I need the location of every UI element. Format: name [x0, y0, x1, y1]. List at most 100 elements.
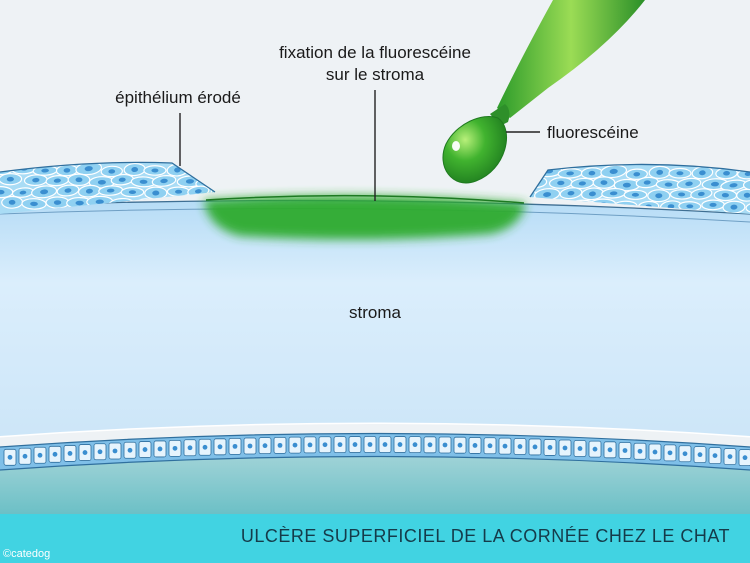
- cell-nucleus: [198, 168, 205, 173]
- cell-nucleus: [185, 179, 194, 184]
- cell-nucleus: [609, 191, 618, 196]
- cell-nucleus: [622, 182, 631, 188]
- cell-nucleus: [131, 167, 139, 173]
- cell-nucleus: [157, 446, 163, 452]
- cell-nucleus: [292, 442, 298, 448]
- cell-nucleus: [262, 443, 268, 449]
- fluorescein-drop: [442, 116, 507, 184]
- cell-nucleus: [656, 169, 664, 175]
- cell-nucleus: [397, 442, 403, 447]
- cell-nucleus: [187, 445, 193, 451]
- cell-nucleus: [678, 192, 686, 197]
- cell-nucleus: [723, 170, 730, 176]
- cell-nucleus: [337, 442, 343, 448]
- cell-nucleus: [75, 177, 83, 183]
- cell-nucleus: [664, 182, 673, 187]
- epithelial-cell: [530, 166, 538, 178]
- cell-nucleus: [487, 443, 493, 449]
- cell-nucleus: [652, 449, 658, 455]
- copyright-credit: ©catedog: [3, 548, 51, 560]
- epithelial-cell: [745, 201, 750, 214]
- aqueous-layer: [0, 445, 750, 514]
- cornea-cross-section: fixation de la fluorescéine sur le strom…: [0, 0, 750, 514]
- cell-nucleus: [578, 181, 586, 186]
- cell-nucleus: [194, 189, 202, 194]
- cell-nucleus: [727, 454, 733, 459]
- cell-nucleus: [637, 448, 643, 454]
- cell-nucleus: [118, 177, 126, 182]
- cell-nucleus: [277, 442, 283, 448]
- cell-nucleus: [172, 445, 178, 451]
- cell-nucleus: [382, 442, 388, 447]
- cell-nucleus: [547, 445, 553, 450]
- cell-nucleus: [697, 452, 703, 458]
- label-fixation-line2: sur le stroma: [326, 65, 425, 84]
- cell-nucleus: [19, 190, 27, 195]
- cell-nucleus: [7, 454, 13, 460]
- cell-nucleus: [97, 179, 106, 185]
- cell-nucleus: [247, 443, 253, 449]
- cell-nucleus: [217, 444, 223, 450]
- cell-nucleus: [685, 181, 693, 186]
- cell-nucleus: [75, 200, 84, 206]
- cell-nucleus: [557, 180, 565, 186]
- cell-nucleus: [676, 171, 684, 176]
- diagram-title: ULCÈRE SUPERFICIEL DE LA CORNÉE CHEZ LE …: [240, 526, 730, 546]
- cell-nucleus: [6, 176, 14, 182]
- cell-nucleus: [84, 166, 93, 172]
- cell-nucleus: [600, 180, 608, 185]
- fluorescein-pipette: [442, 0, 645, 184]
- cell-nucleus: [531, 179, 539, 185]
- cell-nucleus: [41, 168, 49, 173]
- cell-nucleus: [577, 446, 583, 451]
- cell-nucleus: [22, 453, 28, 459]
- cell-nucleus: [502, 443, 508, 449]
- cell-nucleus: [517, 444, 523, 449]
- cell-nucleus: [562, 445, 568, 451]
- cell-nucleus: [543, 192, 552, 197]
- cell-nucleus: [220, 169, 227, 173]
- cell-nucleus: [655, 193, 663, 199]
- cell-nucleus: [643, 180, 651, 185]
- cell-nucleus: [37, 452, 43, 458]
- epithelial-cell: [210, 186, 215, 199]
- cell-nucleus: [139, 179, 148, 184]
- cell-nucleus: [97, 449, 103, 455]
- cell-nucleus: [52, 451, 58, 457]
- cell-nucleus: [160, 178, 168, 184]
- cell-nucleus: [592, 446, 598, 452]
- cell-nucleus: [721, 192, 729, 198]
- cell-nucleus: [686, 204, 694, 209]
- title-band: ULCÈRE SUPERFICIEL DE LA CORNÉE CHEZ LE …: [0, 514, 750, 563]
- cell-nucleus: [64, 188, 72, 193]
- cell-nucleus: [142, 447, 148, 452]
- cell-nucleus: [682, 451, 688, 457]
- cell-nucleus: [367, 442, 373, 447]
- cell-nucleus: [53, 178, 61, 183]
- cell-nucleus: [472, 443, 478, 448]
- cell-nucleus: [106, 188, 115, 193]
- cell-nucleus: [174, 167, 181, 173]
- cell-nucleus: [151, 168, 159, 173]
- cell-nucleus: [588, 170, 596, 176]
- cell-nucleus: [127, 447, 133, 453]
- cell-nucleus: [631, 192, 640, 197]
- cell-nucleus: [128, 190, 137, 195]
- cell-nucleus: [204, 180, 213, 185]
- cell-nucleus: [609, 168, 618, 174]
- cell-nucleus: [175, 189, 183, 194]
- label-fixation-line1: fixation de la fluorescéine: [279, 43, 471, 62]
- cell-nucleus: [63, 168, 71, 173]
- cell-nucleus: [522, 193, 529, 198]
- cell-nucleus: [532, 444, 538, 450]
- cell-nucleus: [667, 204, 675, 209]
- cell-nucleus: [742, 455, 748, 461]
- cell-nucleus: [712, 453, 718, 458]
- cell-nucleus: [567, 190, 575, 196]
- label-epithelium: épithélium érodé: [115, 88, 241, 107]
- cell-nucleus: [202, 444, 208, 450]
- cell-nucleus: [82, 450, 88, 455]
- cell-nucleus: [53, 200, 62, 205]
- cell-nucleus: [699, 170, 706, 176]
